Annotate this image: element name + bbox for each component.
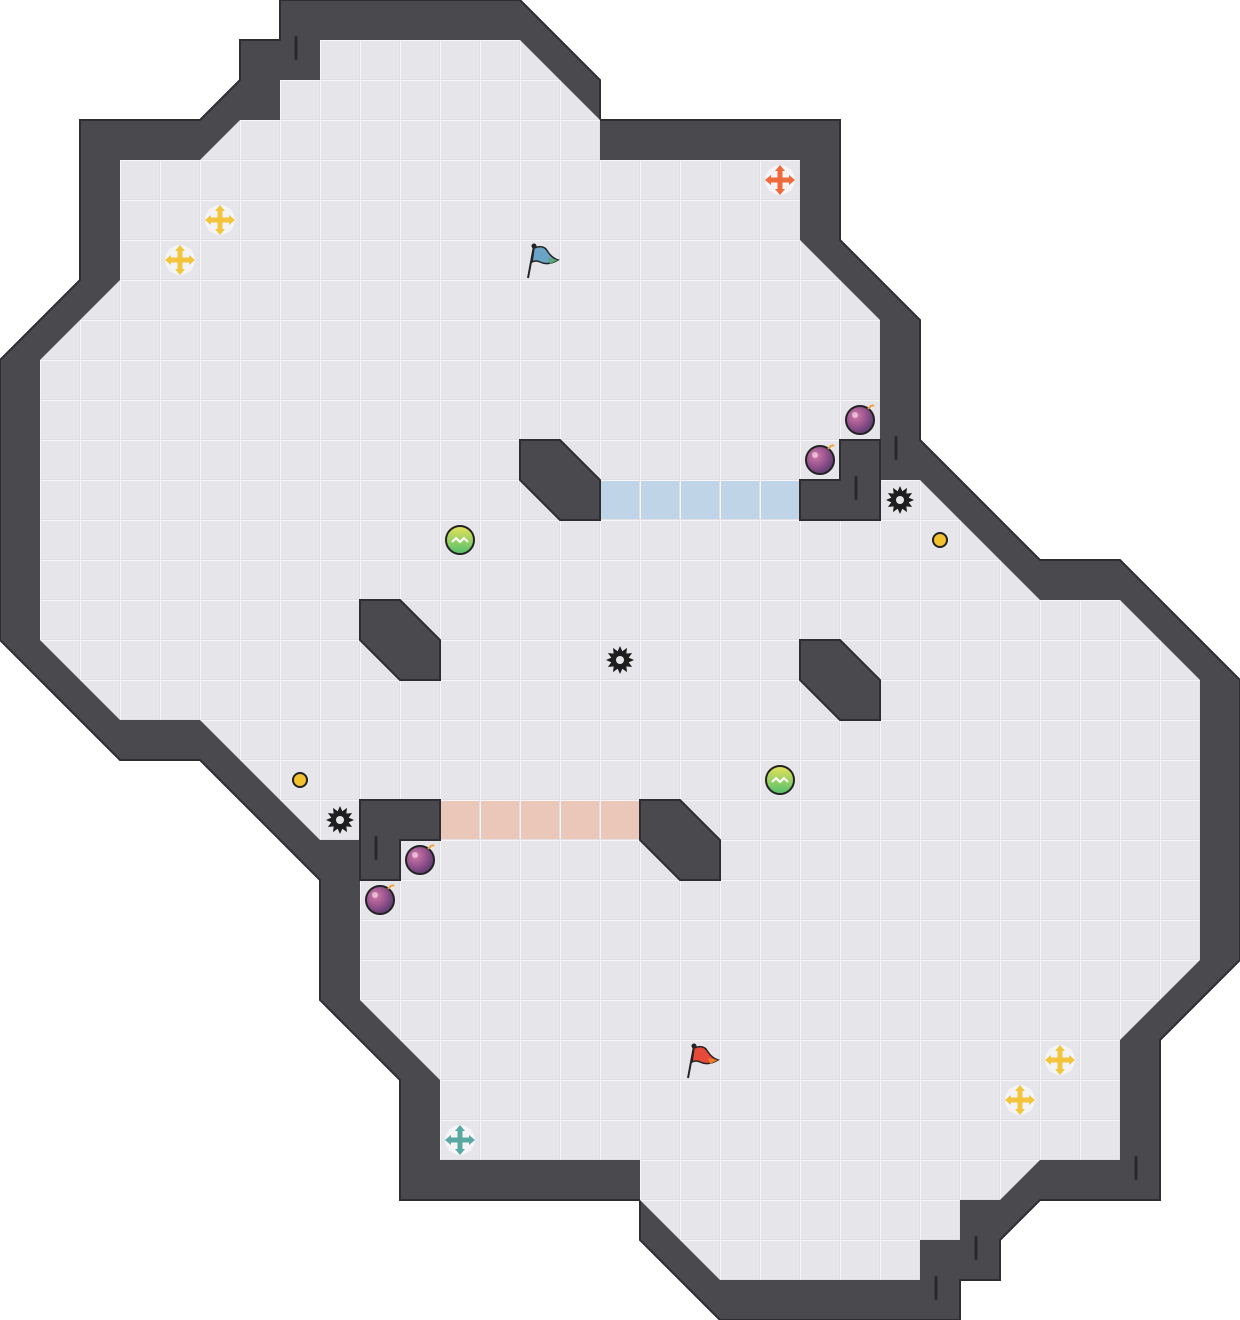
blue-flag-icon xyxy=(527,243,560,279)
wall-block xyxy=(799,439,881,521)
bomb-icon xyxy=(805,444,835,475)
wall-block xyxy=(519,439,601,521)
inner-walls xyxy=(294,36,1138,1300)
team-zones xyxy=(441,481,799,839)
powerup-icon xyxy=(765,765,795,795)
bomb-icon xyxy=(365,884,395,915)
teal-spawn-icon xyxy=(445,1125,475,1155)
powerup-icon xyxy=(445,525,475,555)
boost-icon xyxy=(1045,1045,1075,1075)
orange-spawn-icon xyxy=(765,165,795,195)
spike-icon xyxy=(326,806,354,834)
boost-icon xyxy=(165,245,195,275)
red-team-zone xyxy=(441,801,639,839)
zone-tile xyxy=(481,801,519,839)
zone-tile xyxy=(561,801,599,839)
zone-tile xyxy=(441,801,479,839)
zone-tile xyxy=(641,481,679,519)
map-items xyxy=(165,165,1075,1155)
spike-icon xyxy=(606,646,634,674)
red-flag-icon xyxy=(687,1043,720,1079)
zone-tile xyxy=(721,481,759,519)
spike-icon xyxy=(886,486,914,514)
coin-icon xyxy=(932,532,948,548)
coin-icon xyxy=(292,772,308,788)
bomb-icon xyxy=(405,844,435,875)
zone-tile xyxy=(761,481,799,519)
wall-block xyxy=(359,799,441,881)
zone-tile xyxy=(521,801,559,839)
boost-icon xyxy=(1005,1085,1035,1115)
zone-tile xyxy=(601,481,639,519)
wall-block xyxy=(639,799,721,881)
bomb-icon xyxy=(845,404,875,435)
wall-block xyxy=(799,639,881,721)
zone-tile xyxy=(681,481,719,519)
wall-block xyxy=(359,599,441,681)
boost-icon xyxy=(205,205,235,235)
zone-tile xyxy=(601,801,639,839)
blue-team-zone xyxy=(601,481,799,519)
